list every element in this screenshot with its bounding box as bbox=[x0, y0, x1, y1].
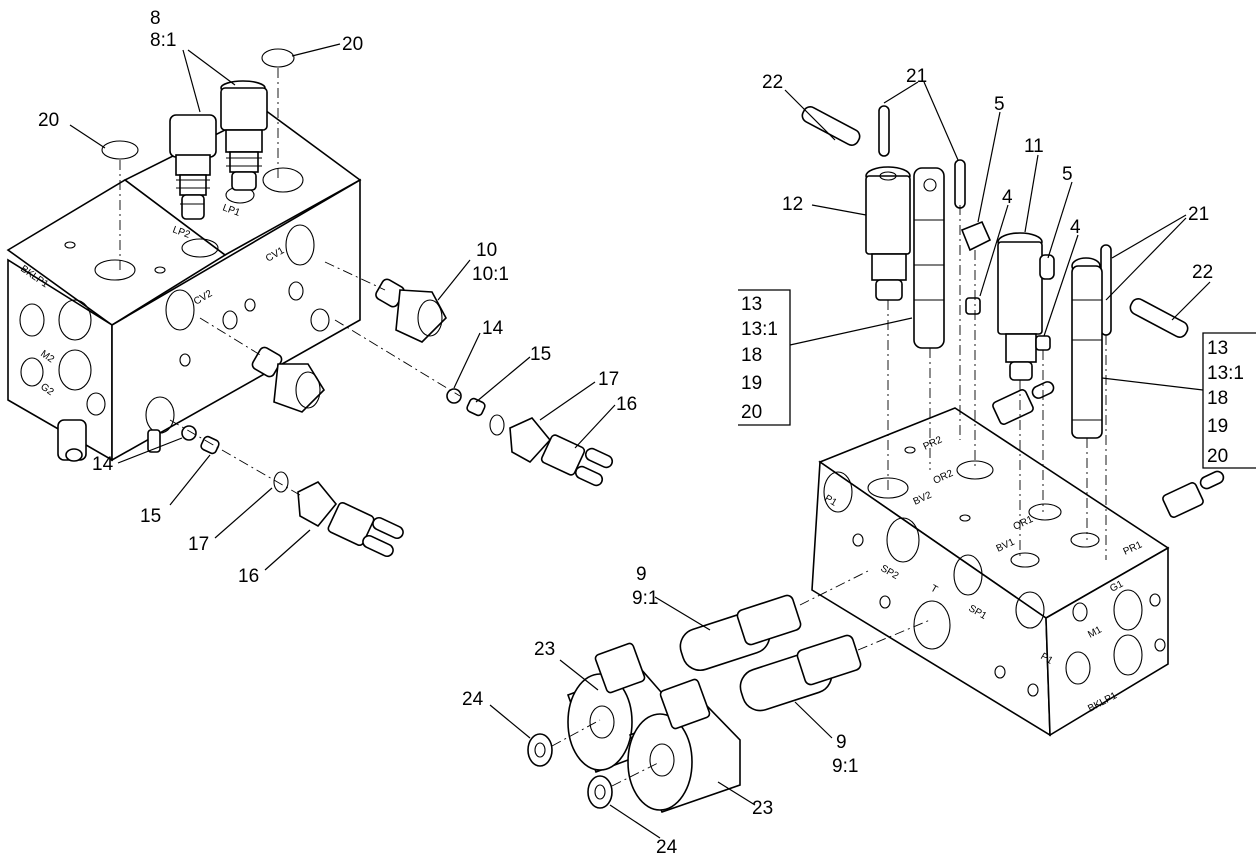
left-box-item-1: 13 bbox=[741, 294, 762, 315]
right-box-item-1: 13 bbox=[1207, 338, 1228, 359]
spool-valve-13-right bbox=[1071, 257, 1103, 439]
cartridge-valve-12 bbox=[865, 166, 911, 301]
callout-23-b: 23 bbox=[752, 798, 773, 819]
callout-21-top: 21 bbox=[906, 66, 927, 87]
callout-23-a: 23 bbox=[534, 639, 555, 660]
nut-24-upper bbox=[527, 733, 553, 767]
callout-10: 10 bbox=[476, 240, 497, 261]
pin-21-top-a bbox=[878, 105, 890, 157]
plug-10-upper bbox=[375, 278, 447, 343]
left-box-item-2: 13:1 bbox=[741, 319, 778, 340]
callout-9-b: 9 bbox=[836, 732, 847, 753]
seal-15-lower bbox=[200, 435, 220, 455]
callout-9-1-b: 9:1 bbox=[832, 756, 858, 777]
pin-22-top bbox=[801, 106, 861, 146]
callout-17-b: 17 bbox=[188, 534, 209, 555]
coil-23-lower bbox=[627, 678, 741, 814]
callout-8: 8 bbox=[150, 8, 161, 29]
callout-22-right: 22 bbox=[1192, 262, 1213, 283]
callout-5-b: 5 bbox=[1062, 164, 1073, 185]
callout-16-a: 16 bbox=[616, 394, 637, 415]
callout-9-1-a: 9:1 bbox=[632, 588, 658, 609]
seal-15-upper bbox=[466, 397, 486, 417]
callout-20-left: 20 bbox=[38, 110, 59, 131]
right-box-item-3: 18 bbox=[1207, 388, 1228, 409]
circlip-20-left bbox=[101, 140, 139, 160]
nut-24-lower bbox=[587, 775, 613, 809]
callout-leader-lines bbox=[69, 43, 1211, 839]
spring-4-right bbox=[1035, 335, 1051, 351]
callout-14-a: 14 bbox=[482, 318, 504, 339]
parts-list-box-right: 13 13:1 18 19 20 bbox=[1202, 332, 1256, 469]
parts-list-box-left: 13 13:1 18 19 20 bbox=[738, 289, 791, 426]
ball-14-lower bbox=[181, 425, 197, 441]
callout-11: 11 bbox=[1024, 136, 1044, 157]
connector-right-block-b bbox=[1162, 470, 1225, 518]
port-label-t: T bbox=[929, 583, 940, 596]
callout-8-1: 8:1 bbox=[150, 30, 176, 51]
left-box-item-5: 20 bbox=[741, 402, 762, 423]
pin-22-right bbox=[1129, 298, 1189, 338]
spring-4-left bbox=[965, 297, 981, 315]
left-valve-manifold: BKLP1 M2 G2 CV1 CV2 LP1 LP2 bbox=[6, 48, 614, 558]
connector-right-block-a bbox=[992, 381, 1055, 425]
cartridge-valve-8-b bbox=[220, 80, 268, 191]
right-box-item-5: 20 bbox=[1207, 446, 1228, 467]
right-box-item-2: 13:1 bbox=[1207, 363, 1244, 384]
callout-4-b: 4 bbox=[1070, 217, 1081, 238]
callout-15-a: 15 bbox=[530, 344, 551, 365]
cartridge-valve-11 bbox=[997, 232, 1055, 381]
callout-10-1: 10:1 bbox=[472, 264, 509, 285]
port-label-p1-front: P1 bbox=[1039, 651, 1055, 667]
solenoid-cartridge-9-lower bbox=[739, 634, 862, 712]
callout-20-top: 20 bbox=[342, 34, 363, 55]
right-box-item-4: 19 bbox=[1207, 416, 1228, 437]
solenoid-assembly bbox=[527, 569, 931, 814]
pressure-sensor-16-lower bbox=[297, 480, 404, 558]
callout-14-b: 14 bbox=[92, 454, 114, 475]
callout-12: 12 bbox=[782, 194, 803, 215]
cartridge-valve-8-a bbox=[169, 114, 217, 220]
left-box-item-4: 19 bbox=[741, 373, 762, 394]
callout-numbers: 8 8:1 20 20 10 10:1 14 15 17 16 14 15 17… bbox=[38, 8, 1213, 858]
callout-22-top: 22 bbox=[762, 72, 783, 93]
plug-10-lower bbox=[251, 346, 326, 413]
spool-valve-near-12 bbox=[913, 167, 945, 349]
callout-16-b: 16 bbox=[238, 566, 259, 587]
callout-5-a: 5 bbox=[994, 94, 1005, 115]
pin-21-top-b bbox=[954, 159, 966, 209]
plug-5-left bbox=[960, 220, 992, 252]
callout-21-right: 21 bbox=[1188, 204, 1209, 225]
callout-4-a: 4 bbox=[1002, 187, 1013, 208]
ball-14-upper bbox=[446, 388, 462, 404]
left-box-item-3: 18 bbox=[741, 345, 762, 366]
port-label-p1-side: P1 bbox=[823, 493, 839, 509]
pressure-sensor-16-upper bbox=[509, 417, 614, 487]
circlip-20-top bbox=[261, 48, 295, 68]
callout-24-a: 24 bbox=[462, 689, 484, 710]
callout-15-b: 15 bbox=[140, 506, 161, 527]
callout-17-a: 17 bbox=[598, 369, 619, 390]
left-manifold-front-face bbox=[111, 178, 361, 462]
right-valve-manifold: OR2 BV2 PR2 OR1 BV1 PR1 P1 SP2 T SP1 P1 … bbox=[801, 105, 1225, 737]
callout-9-a: 9 bbox=[636, 564, 647, 585]
o-ring-17-upper bbox=[489, 414, 505, 436]
callout-24-b: 24 bbox=[656, 837, 678, 858]
o-ring-17-lower bbox=[273, 471, 289, 493]
solenoid-cartridge-9-upper bbox=[679, 594, 802, 671]
